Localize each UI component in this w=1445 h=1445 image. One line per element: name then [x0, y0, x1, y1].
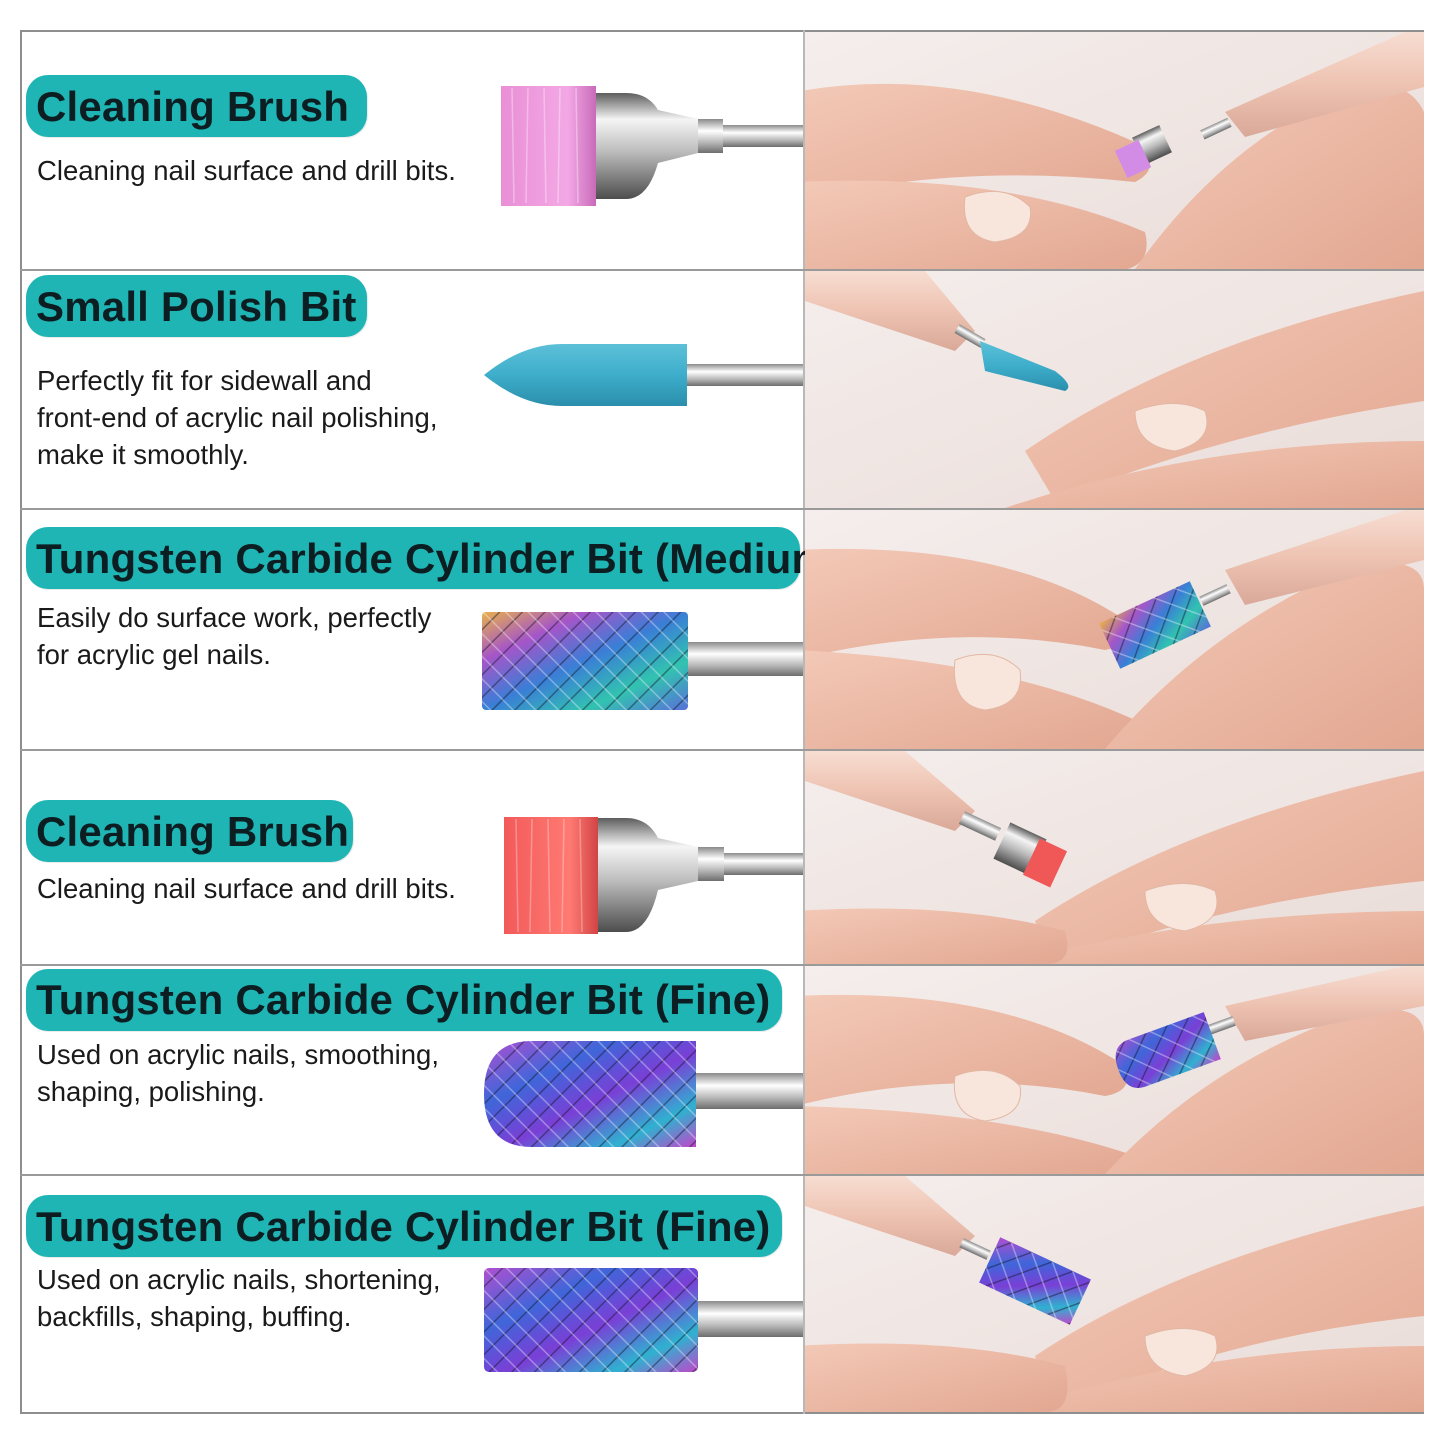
usage-photo-3	[805, 510, 1424, 749]
row-divider	[20, 1174, 1424, 1176]
item-title: Cleaning Brush	[36, 83, 350, 130]
title-pill	[26, 800, 353, 862]
title-pill	[26, 527, 800, 589]
item-description: Perfectly fit for sidewall and front-end…	[37, 365, 438, 470]
rainbow-cylinder-fine-rounded-bit-image	[484, 1041, 803, 1147]
usage-photo-6	[805, 1176, 1424, 1412]
item-description: Cleaning nail surface and drill bits.	[37, 873, 456, 904]
usage-photo-1	[805, 32, 1424, 269]
title-pill	[26, 969, 782, 1031]
pink-brush-bit-image	[501, 86, 803, 206]
title-pill	[26, 1195, 782, 1257]
item-title: Tungsten Carbide Cylinder Bit (Fine)	[36, 976, 771, 1023]
column-divider	[803, 30, 805, 1414]
item-title: Small Polish Bit	[36, 283, 357, 330]
item-description: Cleaning nail surface and drill bits.	[37, 155, 456, 186]
title-pill	[26, 75, 367, 137]
rainbow-cylinder-medium-bit-image	[482, 612, 803, 710]
row-divider	[20, 749, 1424, 751]
usage-photo-2	[805, 271, 1424, 508]
item-title: Tungsten Carbide Cylinder Bit (Medium)	[36, 535, 844, 582]
item-title: Cleaning Brush	[36, 808, 350, 855]
row-divider	[20, 964, 1424, 966]
blue-polish-bit-image	[484, 344, 803, 406]
row-divider	[20, 269, 1424, 271]
item-description: Used on acrylic nails, smoothing, shapin…	[37, 1039, 439, 1107]
rainbow-cylinder-fine-bit-image	[484, 1268, 803, 1372]
item-title: Tungsten Carbide Cylinder Bit (Fine)	[36, 1203, 771, 1250]
title-pill	[26, 275, 367, 337]
red-brush-bit-image	[504, 817, 803, 934]
item-description: Used on acrylic nails, shortening, backf…	[37, 1264, 441, 1332]
usage-photo-5	[805, 966, 1424, 1174]
item-description: Easily do surface work, perfectly for ac…	[37, 602, 432, 670]
usage-photo-4	[805, 751, 1424, 964]
row-divider	[20, 508, 1424, 510]
